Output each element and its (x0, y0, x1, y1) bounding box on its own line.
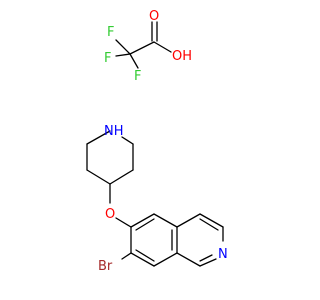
bond-iq-5 (130, 252, 155, 267)
atom-br: Br (98, 259, 113, 274)
atom-nh: NH (104, 124, 124, 139)
piperidine-bonds (86, 130, 134, 228)
bond-iq-2 (153, 213, 178, 228)
bond-iq-inner-3 (135, 249, 155, 262)
bond-c-oh (153, 41, 172, 53)
bond-iq-4 (153, 252, 178, 267)
bond-pip-1 (86, 130, 111, 145)
bond-iq-7 (176, 213, 201, 228)
isoquinoline-bonds (121, 213, 224, 267)
bond-cf3-f2 (115, 53, 131, 57)
atom-o-carbonyl: O (149, 9, 159, 24)
bond-iq-11 (176, 252, 201, 267)
bond-iq-8 (199, 213, 224, 228)
bond-pip-3 (86, 169, 111, 185)
bond-iq-inner-5 (199, 254, 213, 262)
bond-o-aryl (115, 217, 132, 228)
bond-pip-4 (109, 169, 134, 185)
atom-o-ether: O (105, 207, 115, 222)
atom-labels: F F F O OH NH O Br N (98, 9, 228, 274)
bond-iq-1 (130, 213, 155, 228)
bond-cf3-f3 (129, 53, 139, 69)
bond-cf3-c (129, 41, 155, 55)
bond-c-br (121, 252, 132, 260)
tfa-bonds (115, 21, 172, 69)
structure-canvas: F F F O OH NH O Br N (86, 9, 228, 274)
atom-f3: F (134, 69, 141, 84)
bond-iq-10 (199, 258, 217, 267)
atom-f2: F (104, 51, 111, 66)
bond-cf3-f1 (115, 39, 131, 55)
bond-iq-inner-1 (135, 218, 155, 231)
bond-iq-inner-4 (199, 218, 219, 231)
bond-pip-6 (121, 136, 134, 145)
atom-f1: F (107, 25, 114, 40)
atom-n-ring: N (218, 247, 228, 262)
atom-oh: OH (172, 49, 192, 64)
chemical-structure: F F F O OH NH O Br N (86, 9, 228, 274)
